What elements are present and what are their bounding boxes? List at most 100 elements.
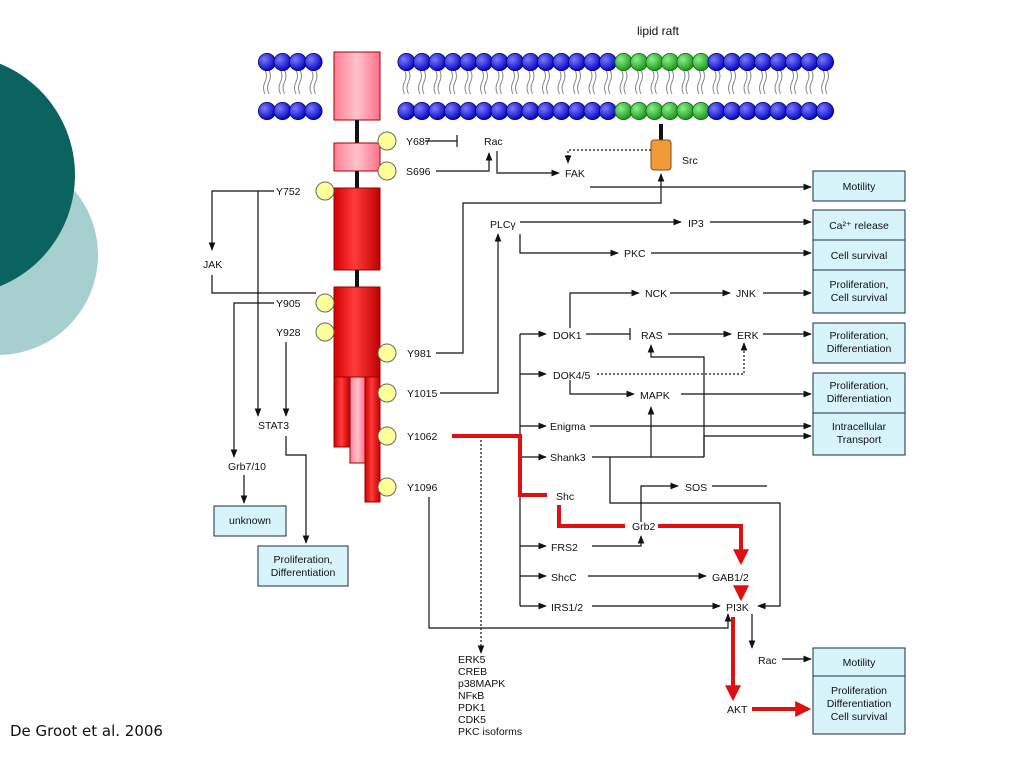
site-y905 — [315, 293, 335, 313]
box-ca-release — [812, 209, 906, 241]
node-labels: Rac Src FAK PLCγ IP3 PKC NCK JNK DOK1 RA… — [203, 136, 777, 716]
raft-lipid-head — [614, 102, 633, 121]
lipid-tail — [480, 69, 488, 95]
text-prolif-survival: Proliferation,Cell survival — [830, 279, 889, 304]
lipid-head — [443, 102, 462, 121]
node-erk: ERK — [737, 330, 759, 342]
label-y1096: Y1096 — [407, 482, 438, 494]
lipid-head — [505, 102, 524, 121]
lipid-head — [412, 102, 431, 121]
lipid-tail — [557, 69, 566, 95]
text-prolif-diff-1: Proliferation,Differentiation — [827, 330, 892, 355]
box-prolif-survival — [812, 269, 906, 314]
lipid-head — [304, 53, 323, 72]
node-src: Src — [682, 155, 698, 167]
box-motility-bottom — [812, 647, 906, 677]
lipid-head — [785, 102, 804, 121]
lipid-head — [568, 53, 587, 72]
lipid-tail — [464, 69, 473, 95]
lipid-tail — [712, 69, 721, 95]
lipid-head — [800, 53, 819, 72]
box-prolif-diff-1 — [812, 322, 906, 364]
box-prolif-diff-left — [257, 545, 349, 587]
lipid-tail — [402, 69, 411, 95]
node-jnk: JNK — [736, 288, 756, 300]
lipid-tail — [790, 69, 798, 95]
lipid-head — [521, 53, 540, 72]
node-pkc: PKC — [624, 248, 646, 260]
lipid-head — [273, 53, 292, 72]
lipid-head — [738, 53, 757, 72]
node-akt: AKT — [727, 704, 748, 716]
raft-lipid-head — [645, 102, 664, 121]
label-y752: Y752 — [276, 186, 301, 198]
lipid-tail — [418, 69, 426, 95]
box-unknown — [213, 505, 287, 537]
lipid-head — [754, 53, 773, 72]
lipid-tail — [542, 69, 550, 95]
raft-lipid-head — [661, 53, 680, 72]
lipid-head — [552, 102, 571, 121]
lipid-head — [288, 53, 307, 72]
lipid-tail — [728, 69, 736, 95]
node-fak: FAK — [565, 168, 585, 180]
lipid-head — [800, 102, 819, 121]
lipid-tail — [821, 69, 829, 95]
raft-lipid-head — [645, 53, 664, 72]
lipid-head — [397, 102, 416, 121]
outcome-boxes — [213, 170, 906, 735]
raft-lipid-head — [692, 102, 711, 121]
lipid-tail — [681, 69, 690, 95]
lipid-tail — [449, 69, 457, 95]
lipid-head — [738, 102, 757, 121]
node-sos: SOS — [685, 482, 707, 494]
lipid-raft-label: lipid raft — [637, 24, 680, 38]
kinase-domain-2 — [333, 286, 381, 378]
lipid-head — [304, 102, 323, 121]
label-y687: Y687 — [406, 136, 431, 148]
lipid-head — [785, 53, 804, 72]
lipid-tail — [588, 69, 597, 95]
lipid-head — [816, 102, 835, 121]
lipid-head — [474, 102, 493, 121]
site-y752 — [315, 181, 335, 201]
lipid-head — [397, 53, 416, 72]
lipid-head — [568, 102, 587, 121]
node-grb2: Grb2 — [632, 521, 656, 533]
lipid-tail — [774, 69, 783, 95]
lipid-head — [459, 102, 478, 121]
lipid-head — [816, 53, 835, 72]
left-circle-dark — [0, 63, 75, 287]
lipid-head — [769, 53, 788, 72]
site-y1015 — [377, 383, 397, 403]
node-shc: Shc — [556, 491, 574, 503]
lipid-head — [257, 102, 276, 121]
node-jak: JAK — [203, 259, 222, 271]
label-y981: Y981 — [407, 348, 432, 360]
label-y928: Y928 — [276, 327, 301, 339]
lipid-tail — [278, 69, 287, 95]
site-y687 — [377, 131, 397, 151]
label-y1015: Y1015 — [407, 388, 438, 400]
lipid-tail — [635, 69, 643, 95]
receptor-transmembrane — [333, 51, 381, 121]
node-mapk: MAPK — [640, 390, 670, 402]
lipid-tail — [433, 69, 442, 95]
raft-lipid-head — [630, 53, 649, 72]
lipid-tail — [805, 69, 814, 95]
node-frs2: FRS2 — [551, 542, 578, 554]
outcome-box-texts: Motility Ca²⁺ release Cell survival Prol… — [229, 181, 891, 723]
c-tail-1 — [333, 376, 351, 448]
box-motility-top — [812, 170, 906, 202]
lipid-head — [723, 102, 742, 121]
lipid-tail — [573, 69, 581, 95]
lipid-tail — [309, 69, 318, 95]
lipid-tail — [650, 69, 659, 95]
node-grb710: Grb7/10 — [228, 461, 266, 473]
text-cell-survival: Cell survival — [831, 250, 888, 262]
node-dok45: DOK4/5 — [553, 370, 591, 382]
box-intracellular — [812, 412, 906, 456]
raft-lipid-head — [676, 53, 695, 72]
site-y1062 — [377, 426, 397, 446]
